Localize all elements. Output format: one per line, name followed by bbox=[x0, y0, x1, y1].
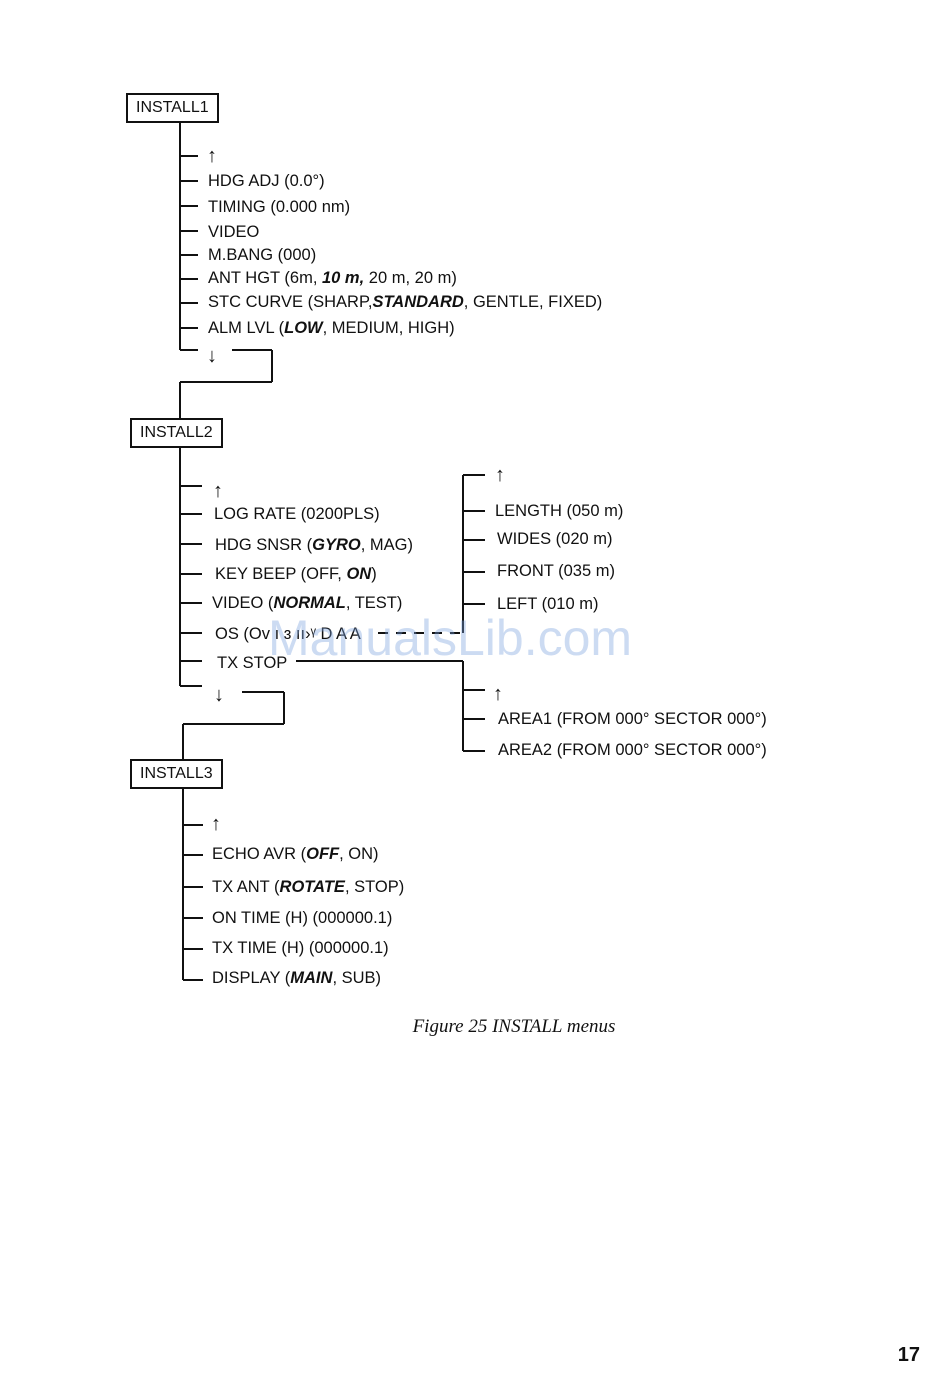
install1-item-m-bang: M.BANG (000) bbox=[208, 246, 317, 264]
install2-item-tx-stop: TX STOP bbox=[217, 654, 288, 672]
tx-stop-submenu-up-arrow-icon: ↑ bbox=[493, 683, 503, 705]
os-submenu-item-front: FRONT (035 m) bbox=[497, 562, 615, 580]
install2-box: INSTALL2 bbox=[130, 418, 223, 448]
install2-item-hdg-snsr: HDG SNSR (GYRO, MAG) bbox=[215, 536, 414, 554]
install1-item-hdg-adj: HDG ADJ (0.0°) bbox=[208, 172, 325, 190]
os-submenu-item-length: LENGTH (050 m) bbox=[495, 502, 624, 520]
install1-down-arrow-icon: ↓ bbox=[207, 345, 217, 367]
install2-down-arrow-icon: ↓ bbox=[214, 684, 224, 706]
install3-up-arrow-icon: ↑ bbox=[211, 813, 221, 835]
install1-box: INSTALL1 bbox=[126, 93, 219, 123]
install3-item-echo-avr: ECHO AVR (OFF, ON) bbox=[212, 845, 379, 863]
install1-item-stc-curve: STC CURVE (SHARP,STANDARD, GENTLE, FIXED… bbox=[208, 293, 603, 311]
install3-item-on-time: ON TIME (H) (000000.1) bbox=[212, 909, 393, 927]
os-submenu-up-arrow-icon: ↑ bbox=[495, 464, 505, 486]
install1-up-arrow-icon: ↑ bbox=[207, 145, 217, 167]
page-number: 17 bbox=[897, 1344, 920, 1366]
install2-item-log-rate: LOG RATE (0200PLS) bbox=[214, 505, 380, 523]
install1-item-alm-lvl: ALM LVL (LOW, MEDIUM, HIGH) bbox=[208, 319, 455, 337]
install2-item-os: OS (Ov ı ɜ ıı›ᵞ D A A bbox=[215, 625, 361, 643]
figure-caption: Figure 25 INSTALL menus bbox=[412, 1016, 616, 1037]
install3-box: INSTALL3 bbox=[130, 759, 223, 789]
install1-item-timing: TIMING (0.000 nm) bbox=[208, 198, 351, 216]
install3-item-tx-ant: TX ANT (ROTATE, STOP) bbox=[212, 878, 405, 896]
install1-item-ant-hgt: ANT HGT (6m, 10 m, 20 m, 20 m) bbox=[208, 269, 457, 287]
install3-item-tx-time: TX TIME (H) (000000.1) bbox=[212, 939, 389, 957]
install3-item-display: DISPLAY (MAIN, SUB) bbox=[212, 969, 382, 987]
tx-stop-submenu-item-area1: AREA1 (FROM 000° SECTOR 000°) bbox=[498, 710, 767, 728]
os-submenu-item-left: LEFT (010 m) bbox=[497, 595, 599, 613]
tx-stop-submenu-item-area2: AREA2 (FROM 000° SECTOR 000°) bbox=[498, 741, 767, 759]
install2-item-video: VIDEO (NORMAL, TEST) bbox=[212, 594, 403, 612]
install2-up-arrow-icon: ↑ bbox=[213, 480, 223, 502]
watermark: ManualsLib.com bbox=[268, 610, 633, 666]
install1-item-video: VIDEO bbox=[208, 223, 260, 241]
os-submenu-item-wides: WIDES (020 m) bbox=[497, 530, 613, 548]
install2-item-key-beep: KEY BEEP (OFF, ON) bbox=[215, 565, 377, 583]
